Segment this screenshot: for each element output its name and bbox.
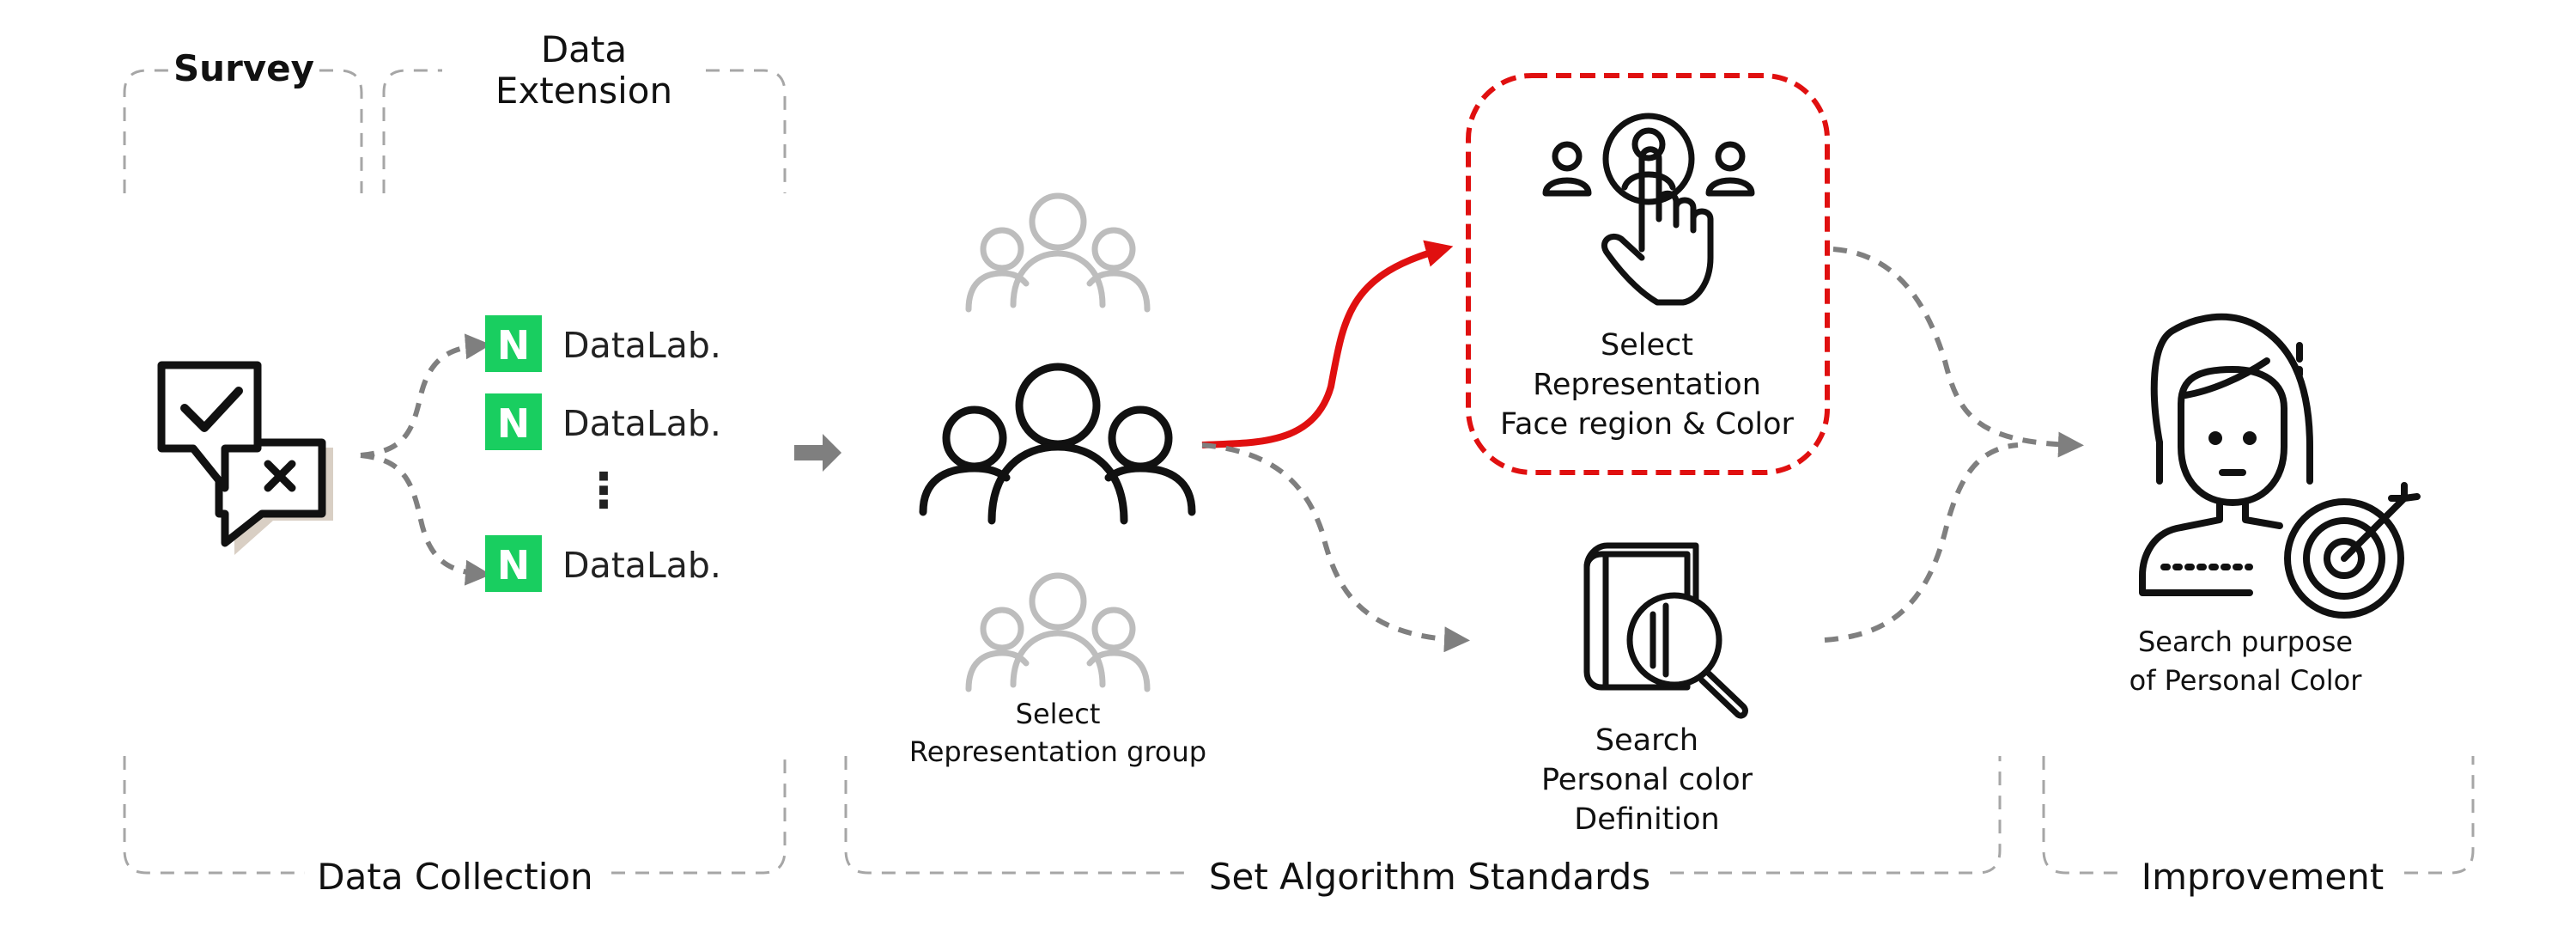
set-algorithm-standards-heading: Set Algorithm Standards [1209, 856, 1650, 898]
select-face-label-line2: Representation [1533, 368, 1761, 402]
naver-logo-letter: N [497, 400, 531, 447]
people-group-icon [919, 363, 1196, 525]
gray-flow-arrow-to-definition [1201, 442, 1470, 653]
search-purpose-label-line1: Search purpose [2138, 625, 2353, 658]
data-collection-heading: Data Collection [317, 856, 592, 898]
search-purpose-label-line2: of Personal Color [2129, 664, 2363, 697]
naver-logo-icon [485, 315, 542, 372]
select-group-label-line2: Representation group [909, 735, 1206, 768]
highlight-box [1466, 73, 1830, 475]
select-person-icon [1542, 113, 1755, 306]
data-extension-heading-line1: Data [541, 28, 627, 70]
improvement-heading: Improvement [2142, 856, 2385, 898]
person-target-icon [2139, 313, 2421, 619]
datalab-label: DataLab. [562, 325, 721, 366]
data-extension-heading-line2: Extension [495, 70, 672, 112]
select-face-label-line3: Face region & Color [1500, 407, 1794, 442]
people-group-faded-top-icon [965, 192, 1151, 313]
datalab-item-3: N DataLab. [485, 535, 721, 592]
naver-logo-icon [485, 535, 542, 592]
block-arrow-icon [794, 434, 841, 472]
search-definition-label-line1: Search [1595, 723, 1698, 758]
datalab-item-2: N DataLab. [485, 393, 721, 450]
survey-heading: Survey [173, 47, 314, 89]
naver-logo-icon [485, 393, 542, 450]
book-search-icon [1583, 542, 1748, 719]
datalab-ellipsis: ⋮ [580, 463, 628, 519]
converging-arrows [1824, 247, 2084, 643]
data-collection-frame [123, 69, 787, 875]
select-group-label-line1: Select [1016, 698, 1101, 730]
datalab-label: DataLab. [562, 403, 721, 444]
improvement-frame [2042, 756, 2475, 875]
survey-check-cross-icon [157, 361, 333, 555]
naver-logo-letter: N [497, 322, 531, 369]
datalab-item-1: N DataLab. [485, 315, 721, 372]
naver-logo-letter: N [497, 542, 531, 588]
people-group-faded-bottom-icon [965, 572, 1151, 692]
red-flow-arrow [1201, 240, 1454, 448]
set-algorithm-frame [844, 756, 2002, 875]
search-definition-label-line2: Personal color [1541, 763, 1753, 797]
datalab-label: DataLab. [562, 545, 721, 586]
search-definition-label-line3: Definition [1574, 802, 1719, 837]
select-face-label-line1: Select [1601, 328, 1693, 363]
survey-branch-arrows [360, 333, 491, 586]
